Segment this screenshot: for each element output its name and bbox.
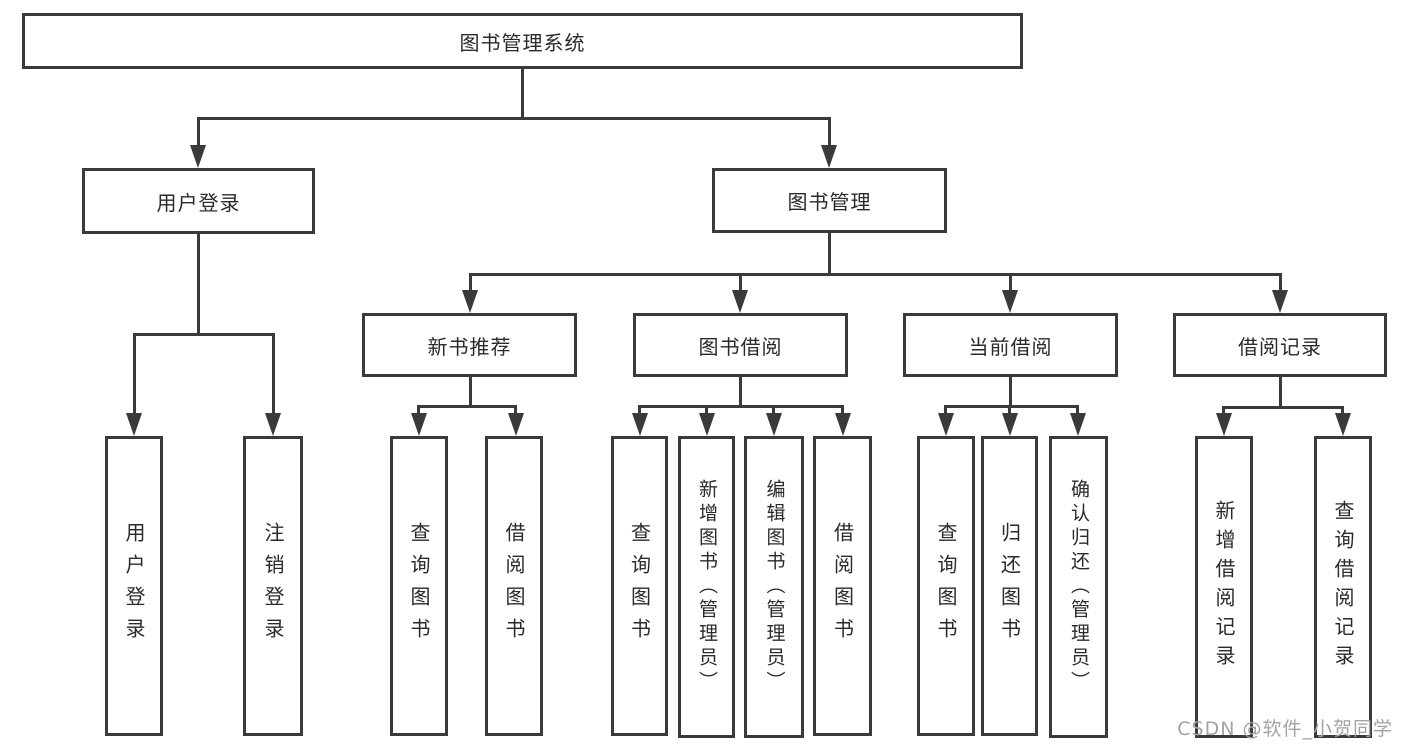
leaf-query-book-2: 查询图书 bbox=[611, 436, 668, 736]
edge-line bbox=[197, 234, 200, 334]
arrowhead-down-icon bbox=[1002, 413, 1018, 436]
edge-line bbox=[1008, 405, 1011, 419]
watermark: CSDN @软件_小贺同学 bbox=[1177, 718, 1393, 740]
leaf-add-borrow-record: 新增借阅记录 bbox=[1195, 436, 1253, 738]
leaf-query-book-1: 查询图书 bbox=[390, 436, 448, 736]
edge-line bbox=[521, 69, 524, 118]
leaf-add-book-admin: 新增图书（管理员） bbox=[678, 436, 735, 738]
arrowhead-down-icon bbox=[835, 413, 851, 436]
arrowhead-down-icon bbox=[190, 145, 206, 168]
edge-line bbox=[828, 117, 831, 151]
edge-line bbox=[1222, 406, 1225, 419]
arrowhead-down-icon bbox=[508, 413, 524, 436]
edge-line bbox=[1222, 406, 1344, 409]
node-new-book-recommend: 新书推荐 bbox=[362, 313, 577, 377]
edge-line bbox=[469, 273, 472, 295]
edge-line bbox=[197, 117, 831, 120]
edge-line bbox=[705, 405, 708, 419]
arrowhead-down-icon bbox=[732, 290, 748, 313]
node-book-borrow: 图书借阅 bbox=[633, 313, 848, 377]
edge-line bbox=[772, 405, 775, 419]
arrowhead-down-icon bbox=[1070, 413, 1086, 436]
node-user-login: 用户登录 bbox=[82, 168, 315, 234]
arrowhead-down-icon bbox=[1272, 290, 1288, 313]
leaf-edit-book-admin: 编辑图书（管理员） bbox=[744, 436, 804, 738]
node-root: 图书管理系统 bbox=[22, 13, 1023, 69]
edge-line bbox=[1009, 377, 1012, 406]
edge-line bbox=[1009, 273, 1012, 295]
arrowhead-down-icon bbox=[821, 145, 837, 168]
leaf-borrow-book-1: 借阅图书 bbox=[485, 436, 543, 736]
edge-line bbox=[638, 405, 844, 408]
edge-line bbox=[841, 405, 844, 419]
arrowhead-down-icon bbox=[462, 290, 478, 313]
edge-line bbox=[469, 273, 1282, 276]
arrowhead-down-icon bbox=[126, 413, 142, 436]
leaf-confirm-return-admin: 确认归还（管理员） bbox=[1049, 436, 1108, 738]
edge-line bbox=[739, 273, 742, 295]
arrowhead-down-icon bbox=[938, 413, 954, 436]
edge-line bbox=[1341, 406, 1344, 419]
leaf-return-book: 归还图书 bbox=[981, 436, 1038, 736]
edge-line bbox=[469, 377, 472, 406]
arrowhead-down-icon bbox=[1335, 413, 1351, 436]
edge-line bbox=[133, 333, 136, 417]
edge-line bbox=[417, 405, 517, 408]
edge-line bbox=[828, 233, 831, 274]
edge-line bbox=[944, 405, 947, 419]
edge-line bbox=[1076, 405, 1079, 419]
edge-line bbox=[1279, 273, 1282, 295]
node-book-management: 图书管理 bbox=[712, 168, 947, 233]
leaf-query-book-3: 查询图书 bbox=[917, 436, 975, 736]
edge-line bbox=[638, 405, 641, 419]
arrowhead-down-icon bbox=[411, 413, 427, 436]
node-borrow-record: 借阅记录 bbox=[1173, 313, 1387, 377]
edge-line bbox=[1279, 377, 1282, 407]
edge-line bbox=[197, 117, 200, 151]
node-current-borrow: 当前借阅 bbox=[903, 313, 1118, 377]
edge-line bbox=[739, 377, 742, 406]
arrowhead-down-icon bbox=[632, 413, 648, 436]
leaf-query-borrow-record: 查询借阅记录 bbox=[1314, 436, 1372, 738]
edge-line bbox=[944, 405, 1079, 408]
leaf-borrow-book-2: 借阅图书 bbox=[813, 436, 872, 736]
arrowhead-down-icon bbox=[766, 413, 782, 436]
arrowhead-down-icon bbox=[699, 413, 715, 436]
arrowhead-down-icon bbox=[1216, 413, 1232, 436]
leaf-logout: 注销登录 bbox=[243, 436, 303, 736]
edge-line bbox=[417, 405, 420, 419]
leaf-user-login: 用户登录 bbox=[105, 436, 163, 736]
edge-line bbox=[133, 333, 275, 336]
edge-line bbox=[272, 333, 275, 417]
arrowhead-down-icon bbox=[265, 413, 281, 436]
edge-line bbox=[514, 405, 517, 419]
arrowhead-down-icon bbox=[1002, 290, 1018, 313]
